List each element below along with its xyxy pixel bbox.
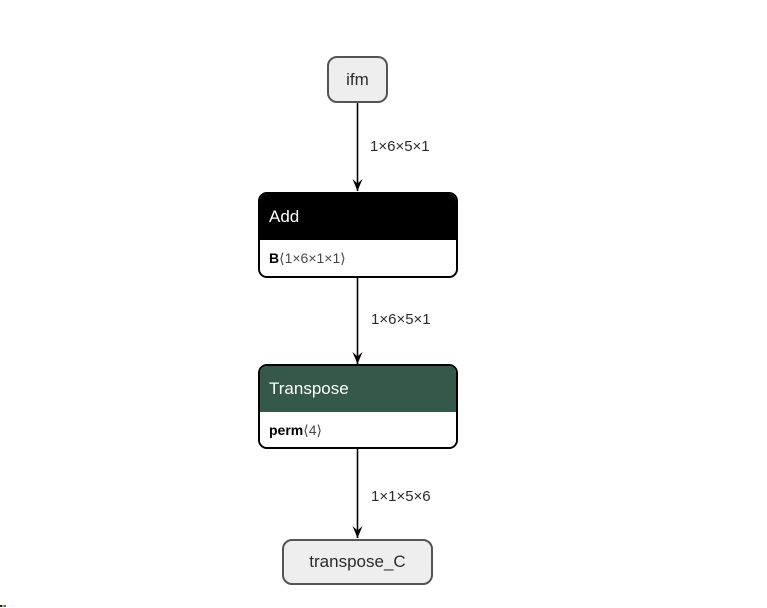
edge-label-ifm-add: 1×6×5×1: [370, 138, 430, 155]
artifact-pixel: [2, 605, 4, 607]
node-transpose-header[interactable]: Transpose: [260, 366, 456, 412]
edge-label-add-transpose: 1×6×5×1: [371, 311, 431, 328]
node-transpose-c-label: transpose_C: [309, 552, 406, 571]
edge-label-transpose-output: 1×1×5×6: [371, 488, 431, 505]
node-add-attr-value: ⟨1×6×1×1⟩: [279, 249, 346, 266]
node-add-title: Add: [269, 207, 300, 226]
node-transpose-attr-name: perm: [269, 422, 304, 438]
artifact-pixel: [0, 605, 2, 607]
node-add-body[interactable]: B⟨1×6×1×1⟩: [260, 240, 456, 276]
corner-pixel-artifact: [0, 605, 6, 607]
artifact-pixel: [4, 605, 6, 607]
node-transpose[interactable]: Transpose perm⟨4⟩: [258, 364, 458, 449]
node-ifm[interactable]: ifm: [327, 56, 388, 103]
node-transpose-body[interactable]: perm⟨4⟩: [260, 412, 456, 447]
node-transpose-c[interactable]: transpose_C: [282, 539, 433, 585]
node-ifm-label: ifm: [346, 69, 369, 89]
node-add[interactable]: Add B⟨1×6×1×1⟩: [258, 192, 458, 278]
node-transpose-attr-value: ⟨4⟩: [303, 421, 322, 438]
node-add-header[interactable]: Add: [260, 194, 456, 240]
node-add-attr-name: B: [269, 250, 280, 266]
node-transpose-title: Transpose: [269, 379, 349, 398]
